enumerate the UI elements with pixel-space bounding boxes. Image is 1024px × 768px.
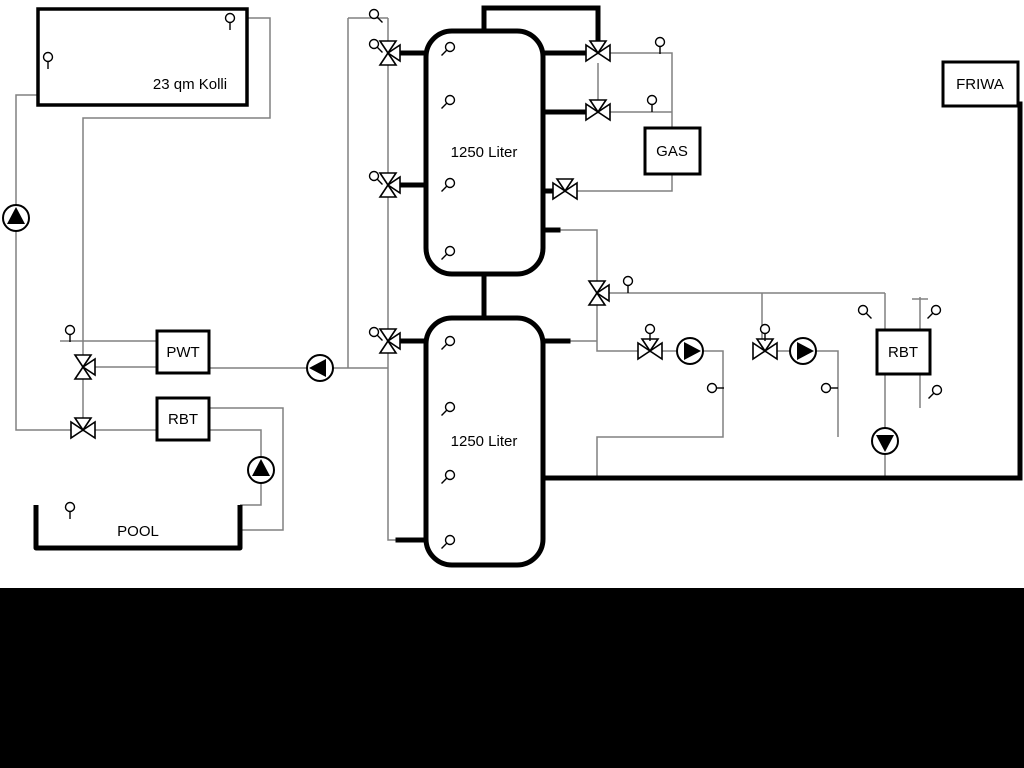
friwa-outline	[941, 60, 1020, 108]
rbt-right-box: RBT	[875, 328, 932, 376]
rbt-left-outline	[155, 396, 211, 442]
rbt-left-box: RBT	[155, 396, 211, 442]
collector-box: 23 qm Kolli	[36, 7, 249, 107]
collector-outline	[36, 7, 249, 107]
upper-tank-label: 1250 Liter	[451, 144, 518, 161]
gas-label: GAS	[656, 143, 688, 160]
rbt-left-label: RBT	[168, 411, 198, 428]
pool-outline	[33, 505, 243, 551]
pump-icon	[306, 354, 334, 382]
pipe-network-gray	[15, 17, 928, 541]
rbt-right-label: RBT	[888, 344, 918, 361]
pool-basin: POOL	[33, 505, 243, 551]
pipe-network-main	[395, 5, 1023, 543]
friwa-box: FRIWA	[941, 60, 1020, 108]
friwa-label: FRIWA	[956, 76, 1004, 93]
gas-outline	[643, 126, 702, 176]
lower-tank-outline	[423, 315, 546, 568]
pump-icon	[2, 204, 30, 232]
letterbox-bar	[0, 588, 1024, 768]
upper-tank-outline	[423, 28, 546, 277]
pwt-label: PWT	[166, 344, 199, 361]
pwt-outline	[155, 329, 211, 375]
buffer-tank-lower: 1250 Liter	[423, 315, 546, 568]
collector-label: 23 qm Kolli	[153, 76, 227, 93]
rbt-right-outline	[875, 328, 932, 376]
pool-label: POOL	[117, 523, 159, 540]
pump-icon	[247, 456, 275, 484]
heat-exchanger-box: PWT	[155, 329, 211, 375]
pump-icon	[676, 337, 704, 365]
pump-icon	[871, 427, 899, 455]
lower-tank-label: 1250 Liter	[451, 433, 518, 450]
buffer-tank-upper: 1250 Liter	[423, 28, 546, 277]
pump-icon	[789, 337, 817, 365]
gas-boiler-box: GAS	[643, 126, 702, 176]
